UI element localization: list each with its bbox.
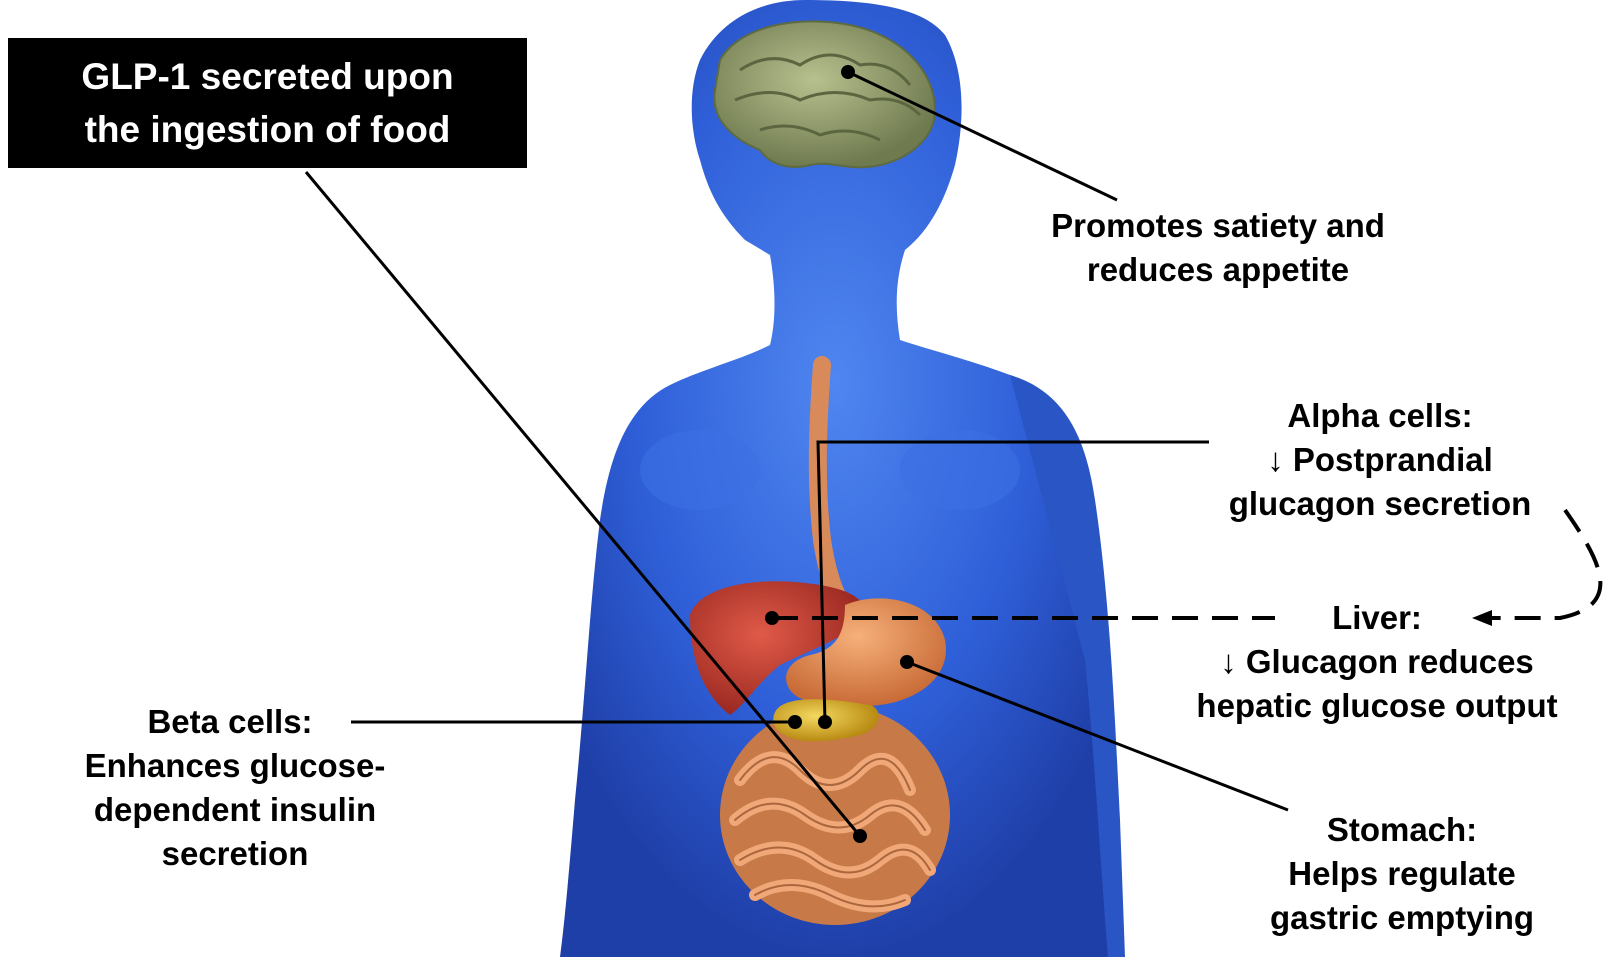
title-line-2: the ingestion of food <box>8 103 527 156</box>
stomach-label: Stomach: Helps regulate gastric emptying <box>1242 808 1562 940</box>
alpha-label-line-2: ↓ Postprandial <box>1200 438 1560 482</box>
beta-label-line-3: dependent insulin <box>50 788 420 832</box>
liver-label-line-3: hepatic glucose output <box>1172 684 1582 728</box>
beta-dot <box>788 715 802 729</box>
alpha-label-line-3: glucagon secretion <box>1200 482 1560 526</box>
stomach-label-line-3: gastric emptying <box>1242 896 1562 940</box>
chest-shade-left <box>640 430 760 510</box>
brain-dot <box>841 65 855 79</box>
beta-cells-label: Beta cells: Enhances glucose- dependent … <box>50 700 420 876</box>
intestine-dot <box>853 829 867 843</box>
brain-label: Promotes satiety and reduces appetite <box>1032 204 1404 292</box>
liver-label-line-2: ↓ Glucagon reduces <box>1172 640 1582 684</box>
alpha-cells-label: Alpha cells: ↓ Postprandial glucagon sec… <box>1200 394 1560 526</box>
brain-label-line-1: Promotes satiety and <box>1032 204 1404 248</box>
stomach-dot <box>900 655 914 669</box>
alpha-label-line-1: Alpha cells: <box>1200 394 1560 438</box>
liver-label: Liver: ↓ Glucagon reduces hepatic glucos… <box>1172 596 1582 728</box>
liver-dot <box>765 611 779 625</box>
stomach-label-line-2: Helps regulate <box>1242 852 1562 896</box>
liver-label-line-1: Liver: <box>1172 596 1582 640</box>
beta-label-line-2: Enhances glucose- <box>50 744 420 788</box>
stomach-label-line-1: Stomach: <box>1242 808 1562 852</box>
title-line-1: GLP-1 secreted upon <box>8 50 527 103</box>
beta-label-line-4: secretion <box>50 832 420 876</box>
alpha-dot <box>818 715 832 729</box>
title-box: GLP-1 secreted upon the ingestion of foo… <box>8 38 527 168</box>
beta-label-line-1: Beta cells: <box>40 700 420 744</box>
brain-label-line-2: reduces appetite <box>1032 248 1404 292</box>
